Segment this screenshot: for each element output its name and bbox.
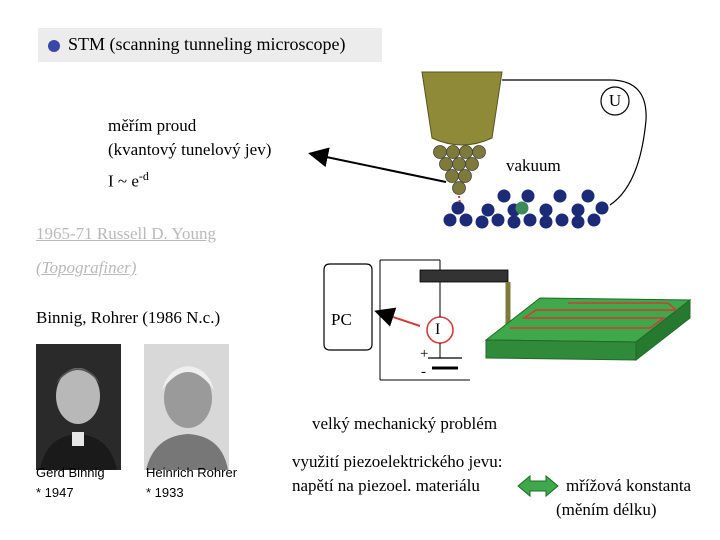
battery-minus: - xyxy=(421,364,426,380)
measure-line-1: měřím proud xyxy=(108,116,197,135)
measure-line-2: (kvantový tunelový jev) xyxy=(108,140,272,159)
rohrer-name: Heinrich Rohrer xyxy=(146,465,238,480)
scanner-holder xyxy=(419,269,509,283)
formula-base: I ~ e xyxy=(108,171,139,191)
lattice-line-2: (měním délku) xyxy=(556,500,657,519)
scan-path xyxy=(510,302,678,329)
title-box xyxy=(38,28,382,62)
sample-plate-side xyxy=(635,298,691,362)
pc-label: PC xyxy=(331,310,352,329)
battery-icon xyxy=(428,343,462,370)
portrait-binnig-image xyxy=(36,344,121,470)
arrow-icon xyxy=(308,147,447,183)
voltage-source-circle xyxy=(600,86,630,116)
portrait-rohrer-image xyxy=(144,344,229,470)
formula-exponent: -d xyxy=(138,169,149,183)
pc-arrow xyxy=(374,307,421,327)
piezo-line-2: napětí na piezoel. materiálu xyxy=(292,476,480,495)
binnig-born: * 1947 xyxy=(36,485,74,500)
battery-plus: + xyxy=(420,346,429,362)
lattice-line-1: mřížová konstanta xyxy=(566,476,692,495)
nobel-text: Binnig, Rohrer (1986 N.c.) xyxy=(36,308,221,327)
topografiner-link[interactable]: (Topografiner) xyxy=(36,258,137,277)
sample-plate-front xyxy=(485,339,637,361)
left-right-arrow-icon xyxy=(517,474,559,498)
problem-text: velký mechanický problém xyxy=(312,414,498,433)
portrait-binnig xyxy=(36,344,121,470)
binnig-name: Gerd Binnig xyxy=(36,465,105,480)
pc-box xyxy=(323,263,373,351)
title-bullet-icon xyxy=(48,40,60,52)
vacuum-label: vakuum xyxy=(506,156,561,175)
stm-tip xyxy=(421,71,503,146)
voltage-wire xyxy=(502,79,647,206)
measure-line-3: I ~ e-d xyxy=(108,166,149,192)
piezo-line-1: využití piezoelektrického jevu: xyxy=(292,452,503,471)
surface-atoms xyxy=(443,189,609,229)
tip-atoms xyxy=(433,145,486,195)
history-link[interactable]: 1965-71 Russell D. Young xyxy=(36,224,216,243)
slide-title: STM (scanning tunneling microscope) xyxy=(68,34,346,54)
current-label: I xyxy=(435,321,441,338)
portrait-rohrer xyxy=(144,344,229,470)
rohrer-born: * 1933 xyxy=(146,485,184,500)
voltage-label: U xyxy=(608,91,622,110)
